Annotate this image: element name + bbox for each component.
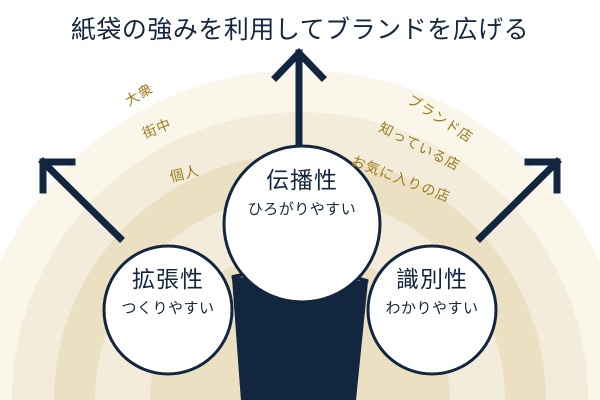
concept-circles	[102, 144, 498, 376]
page-title: 紙袋の強みを利用してブランドを広げる	[70, 16, 530, 44]
arrow-up	[271, 47, 327, 156]
arrow-up-left	[38, 157, 125, 243]
circle-expandability[interactable]	[102, 244, 234, 376]
bag-body-top-left	[232, 277, 300, 400]
arrow-up-right	[475, 157, 562, 243]
circle-diffusion[interactable]	[222, 144, 382, 304]
circle-identification[interactable]	[366, 244, 498, 376]
